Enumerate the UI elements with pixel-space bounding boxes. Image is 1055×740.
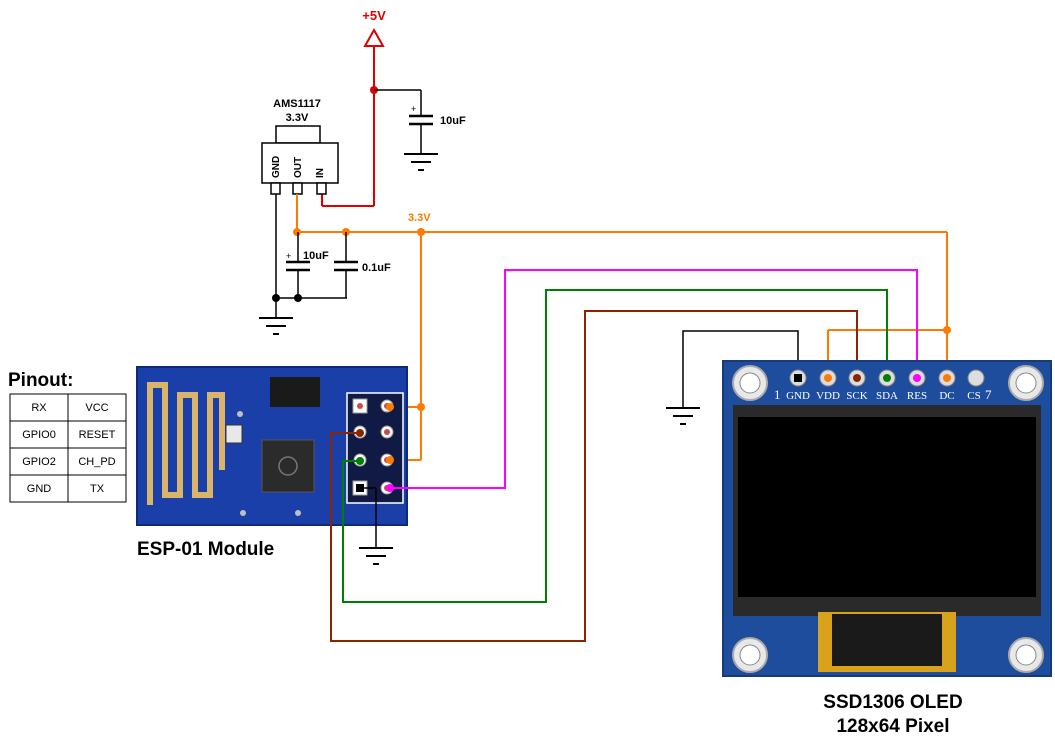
regulator-pin-gnd: GND: [271, 156, 282, 178]
oled-pin-pad: [967, 369, 985, 387]
regulator-voltage: 3.3V: [286, 112, 309, 124]
cap-out-bulk-value: 10uF: [303, 250, 329, 262]
pinout-cell: GND: [27, 483, 52, 495]
espressif-logo-icon: [278, 456, 298, 476]
pinout-cell: RESET: [79, 429, 116, 441]
ground-icon: [666, 407, 700, 425]
wire-sda: [342, 289, 888, 603]
esp01-flash-chip: [270, 377, 320, 407]
oled-display-screen: [738, 417, 1036, 597]
ground-icon: [404, 153, 438, 171]
esp01-ground-network: [359, 487, 393, 565]
oled-title-line2: 128x64 Pixel: [836, 716, 949, 737]
pinout-cell: RX: [31, 402, 47, 414]
pinout-title: Pinout:: [8, 370, 73, 391]
wire-res: [390, 269, 918, 489]
pinout-cell: TX: [90, 483, 105, 495]
oled-pin-label: SDA: [876, 390, 898, 402]
pinout-cell: CH_PD: [78, 456, 115, 468]
cap-out-bulk-polarity: +: [286, 251, 291, 261]
oled-pin-label: RES: [907, 390, 927, 402]
pinout-cell: GPIO0: [22, 429, 56, 441]
ground-icon: [259, 317, 293, 335]
esp01-esp8266-chip: [261, 439, 315, 493]
esp01-antenna: [147, 382, 225, 505]
cap-input-value: 10uF: [440, 115, 466, 127]
regulator-pin-out: OUT: [293, 157, 304, 178]
pinout-table: Pinout: RX VCC GPIO0 RESET GPIO2 CH_PD G…: [8, 370, 127, 503]
esp01-label: ESP-01 Module: [137, 539, 274, 560]
oled-module: 1 GND VDD SCK SDA RES DC CS 7 SSD1306 OL…: [722, 360, 1052, 737]
supply-5v-group: +5V: [321, 8, 421, 207]
ground-icon: [359, 547, 393, 565]
regulator-body: [261, 142, 339, 184]
oled-pin-label: DC: [939, 390, 954, 402]
oled-pin-label: CS: [967, 390, 980, 402]
capacitor-out-bulk: + 10uF: [286, 232, 329, 298]
regulator-ground-network: [259, 194, 347, 335]
pinout-cell: VCC: [85, 402, 108, 414]
oled-title-line1: SSD1306 OLED: [823, 692, 962, 713]
supply-5v-label: +5V: [362, 8, 386, 23]
esp01-module: ESP-01 Module: [136, 366, 408, 560]
regulator-name: AMS1117: [273, 98, 321, 110]
regulator-tab: [275, 125, 321, 144]
capacitor-input: + 10uF: [404, 90, 466, 171]
oled-pin-number-first: 1: [774, 387, 781, 402]
regulator-pin-in: IN: [315, 168, 326, 178]
oled-pin-label: SCK: [846, 390, 867, 402]
oled-pin-label: VDD: [816, 390, 840, 402]
esp01-led: [225, 424, 243, 444]
regulator: AMS1117 3.3V GND OUT IN: [261, 98, 339, 195]
pinout-cell: GPIO2: [22, 456, 56, 468]
cap-input-polarity: +: [411, 104, 416, 114]
rail-3v3-label: 3.3V: [408, 212, 431, 224]
supply-5v-arrow-icon: [363, 27, 385, 47]
cap-out-decouple-value: 0.1uF: [362, 262, 391, 274]
oled-pin-number-last: 7: [985, 387, 992, 402]
junction-gnd-1: [272, 294, 280, 302]
wire-sck: [330, 310, 858, 642]
capacitor-out-decouple: 0.1uF: [334, 232, 391, 298]
oled-pin-label: GND: [786, 390, 810, 402]
oled-ground-network: [666, 330, 799, 425]
